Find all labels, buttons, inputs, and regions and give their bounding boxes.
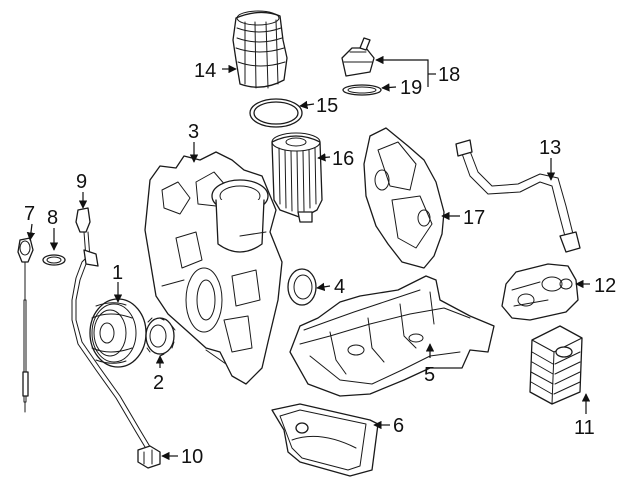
dipstick-tube	[71, 207, 153, 453]
crankshaft-sprocket	[145, 317, 176, 357]
housing-seal-ring	[249, 98, 303, 128]
upper-oil-pan	[289, 275, 495, 397]
callout-17: 17	[463, 207, 485, 229]
oil-filter-housing	[232, 10, 288, 89]
callout-11: 11	[574, 417, 595, 439]
callout-15: 15	[316, 95, 338, 117]
callout-2: 2	[153, 372, 164, 394]
callout-1: 1	[112, 262, 123, 284]
callout-7: 7	[24, 203, 35, 225]
leader-lines	[26, 55, 591, 461]
leader-15	[299, 100, 315, 110]
callout-8: 8	[47, 207, 58, 229]
cover-plate	[363, 127, 445, 269]
callout-5: 5	[424, 364, 435, 386]
front-crank-seal	[287, 268, 317, 306]
oil-cooler	[529, 325, 583, 405]
callout-10: 10	[181, 446, 203, 468]
callout-19: 19	[400, 77, 422, 99]
leader-4	[316, 282, 331, 292]
callout-9: 9	[76, 171, 87, 193]
callout-6: 6	[393, 415, 404, 437]
oil-filter-element	[271, 132, 323, 223]
callout-3: 3	[188, 121, 199, 143]
leader-7	[26, 223, 36, 241]
tube-clip	[137, 445, 161, 469]
crankshaft-pulley	[89, 298, 147, 368]
callout-18: 18	[438, 64, 460, 86]
sender-gasket	[342, 84, 382, 96]
callout-4: 4	[334, 276, 345, 298]
callout-16: 16	[332, 148, 354, 170]
oil-dipstick	[17, 237, 34, 413]
sender-unit	[341, 37, 375, 77]
timing-cover	[144, 151, 283, 385]
cooler-gasket	[501, 263, 579, 321]
leader-19	[381, 83, 397, 92]
callout-14: 14	[194, 60, 216, 82]
dipstick-o-ring	[42, 254, 66, 266]
breather-hose	[455, 139, 581, 253]
callout-12: 12	[594, 275, 616, 297]
lower-oil-pan	[271, 403, 379, 477]
leader-16	[317, 153, 331, 162]
callout-labels: 14 15 16 3 4 1 2 7 8 9 10 6 5 17 13 12 1…	[24, 60, 616, 468]
leader-18	[375, 55, 429, 87]
callout-13: 13	[539, 137, 561, 159]
